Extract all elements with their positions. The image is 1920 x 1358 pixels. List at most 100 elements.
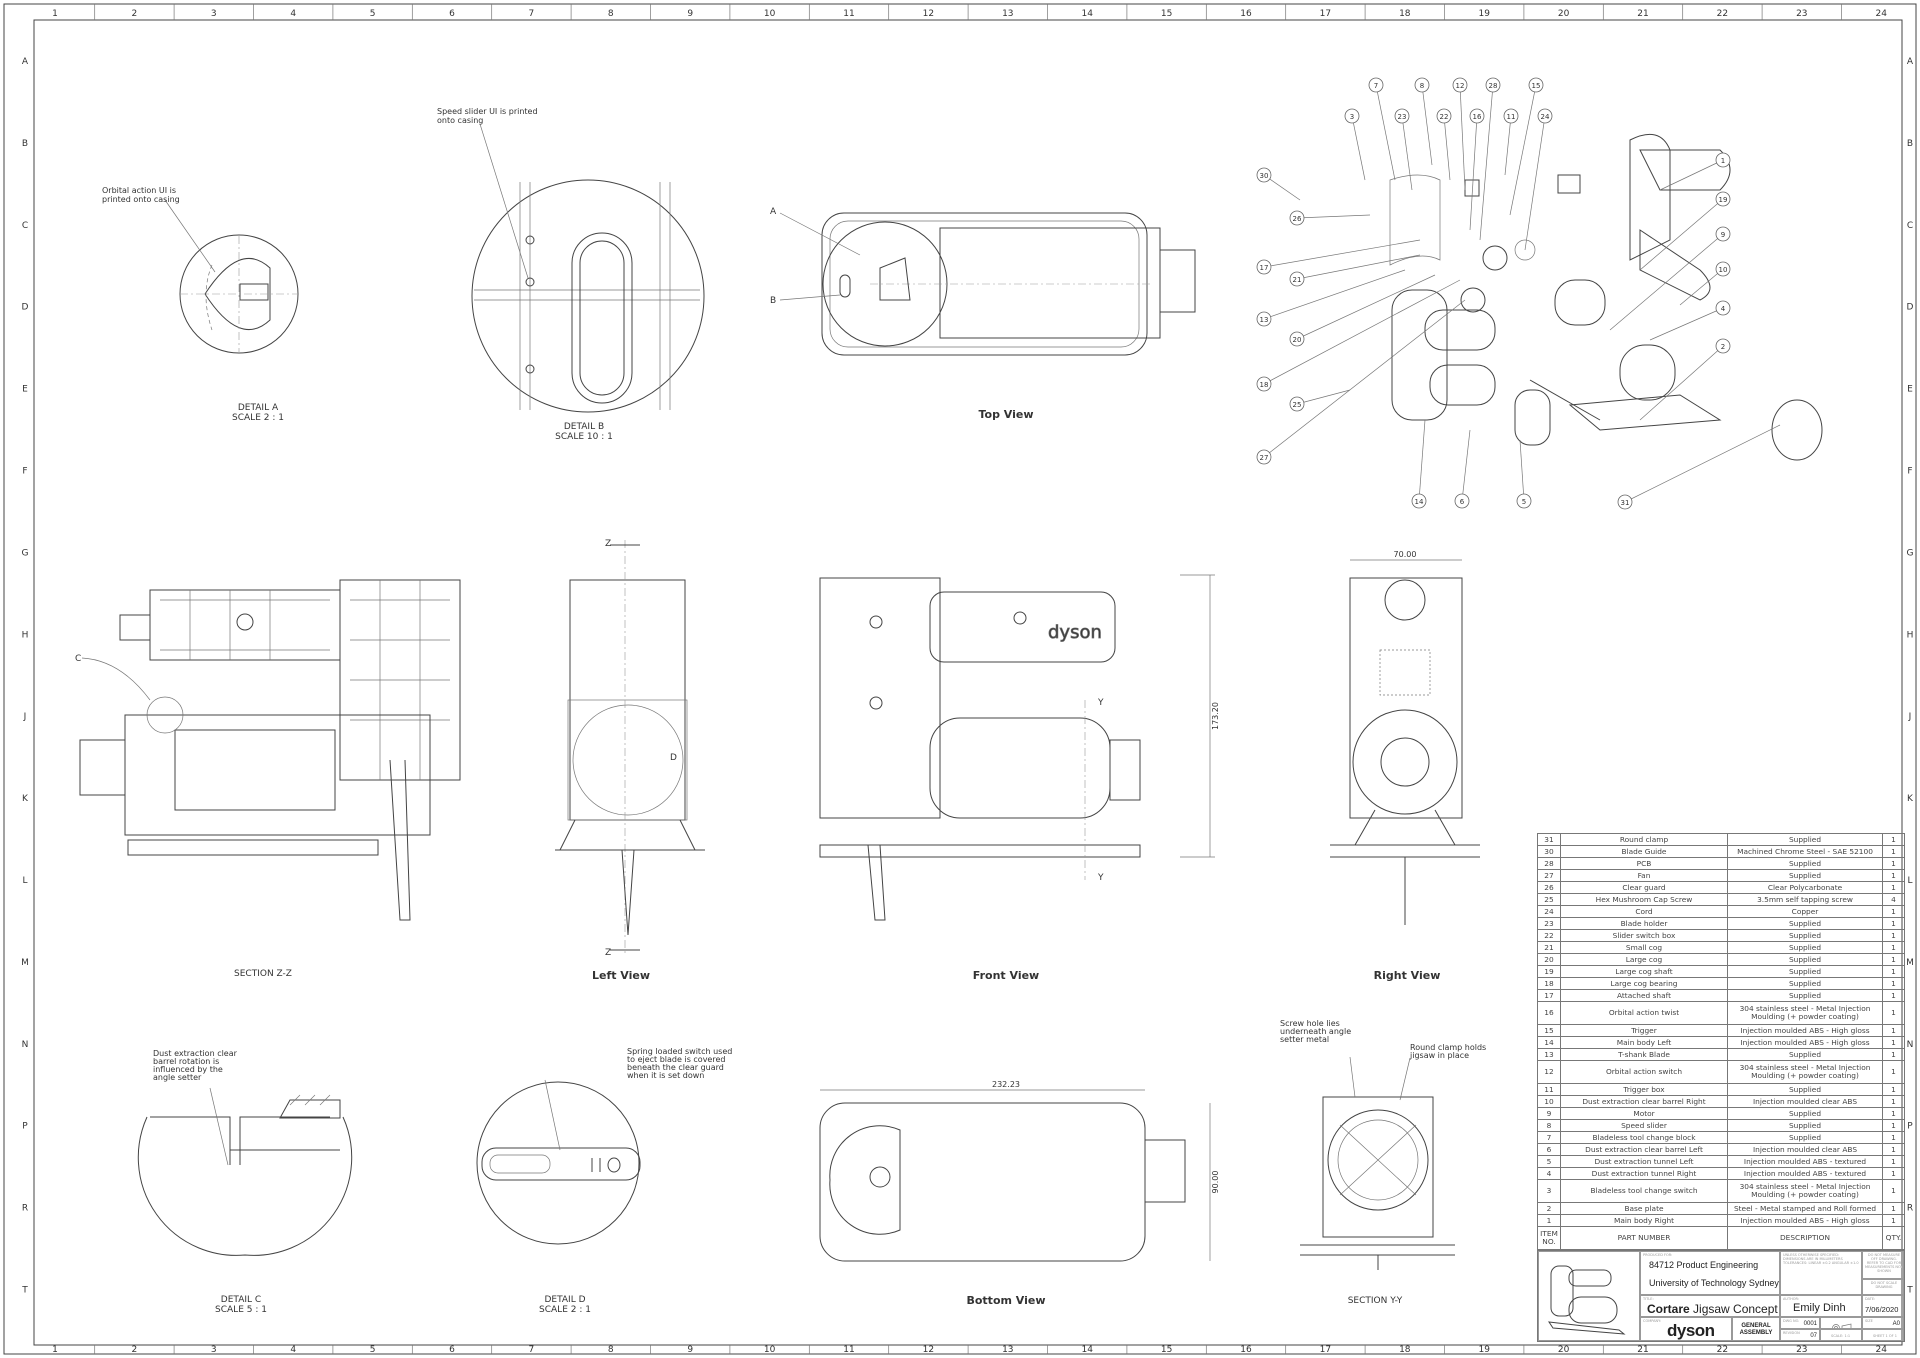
balloon-item-4: 4	[1649, 300, 1731, 341]
parts-cell-part: Slider switch box	[1560, 929, 1728, 943]
parts-cell-item: 20	[1537, 953, 1561, 967]
parts-cell-item: 25	[1537, 893, 1561, 907]
zone-column-label: 12	[923, 1345, 934, 1355]
balloon-number: 14	[1415, 498, 1424, 506]
zone-column-label: 8	[608, 1345, 614, 1355]
parts-cell-part: Large cog bearing	[1560, 977, 1728, 991]
parts-cell-part: Dust extraction clear barrel Left	[1560, 1143, 1728, 1157]
outer-border	[3, 3, 1917, 1355]
left-view-callout-d: D	[670, 753, 677, 763]
parts-cell-part: Trigger box	[1560, 1082, 1728, 1097]
zone-column-label: 11	[843, 9, 854, 19]
zone-row-label: J	[23, 712, 27, 722]
zone-row-label: R	[1907, 1204, 1913, 1214]
parts-cell-qty: 1	[1882, 941, 1905, 955]
revision-number: 07	[1810, 1333, 1817, 1339]
parts-cell-qty: 1	[1882, 1001, 1905, 1026]
parts-cell-item: 23	[1537, 917, 1561, 931]
zone-row-label: B	[22, 139, 28, 149]
balloon-number: 27	[1260, 454, 1269, 462]
zone-row-label: C	[22, 221, 28, 231]
zone-row-label: F	[1907, 467, 1912, 477]
zone-column-label: 19	[1478, 9, 1490, 19]
section-yy-label: SECTION Y-Y	[1348, 1296, 1403, 1306]
parts-cell-qty: 1	[1882, 881, 1905, 895]
parts-header-desc: DESCRIPTION	[1727, 1226, 1883, 1250]
front-view-brand: dyson	[1048, 622, 1102, 643]
balloon-item-7: 7	[1368, 77, 1396, 181]
zone-row-label: A	[22, 57, 29, 67]
zone-column-label: 23	[1796, 1345, 1807, 1355]
balloon-item-24: 24	[1524, 108, 1553, 251]
detail-d-scale: SCALE 2 : 1	[539, 1305, 591, 1315]
zone-column-label: 17	[1320, 1345, 1331, 1355]
parts-cell-desc: Supplied	[1727, 869, 1883, 883]
balloon-number: 20	[1293, 336, 1302, 344]
zone-column-label: 16	[1240, 1345, 1252, 1355]
detail-a-scale: SCALE 2 : 1	[232, 413, 284, 423]
zone-column-label: 3	[211, 9, 217, 19]
university-name: University of Technology Sydney	[1649, 1278, 1779, 1288]
parts-cell-item: 4	[1537, 1167, 1561, 1181]
parts-cell-desc: Injection moulded clear ABS	[1727, 1143, 1883, 1157]
parts-cell-desc: Supplied	[1727, 832, 1883, 847]
parts-cell-qty: 1	[1882, 1214, 1905, 1228]
parts-cell-item: 12	[1537, 1060, 1561, 1084]
parts-cell-item: 8	[1537, 1119, 1561, 1133]
balloon-item-22: 22	[1436, 108, 1452, 181]
zone-row-label: E	[1907, 385, 1913, 395]
title-block: PRODUCED FOR: 84712 Product Engineering …	[1537, 1250, 1905, 1342]
balloon-item-14: 14	[1411, 419, 1427, 509]
zone-row-label: R	[22, 1204, 28, 1214]
parts-cell-qty: 1	[1882, 905, 1905, 919]
zone-column-label: 14	[1081, 9, 1093, 19]
parts-cell-qty: 1	[1882, 929, 1905, 943]
right-view: 70.00 Right View	[1330, 550, 1480, 982]
drawing-scale: SCALE: 1:1	[1831, 1334, 1851, 1338]
balloon-number: 28	[1489, 82, 1498, 90]
parts-cell-desc: Injection moulded clear ABS	[1727, 1095, 1883, 1109]
parts-cell-desc: Supplied	[1727, 1048, 1883, 1062]
balloon-number: 10	[1719, 266, 1728, 274]
detail-b-label: DETAIL B	[564, 422, 604, 432]
parts-cell-desc: Supplied	[1727, 1131, 1883, 1145]
balloon-number: 7	[1374, 82, 1378, 90]
parts-cell-qty: 1	[1882, 1131, 1905, 1145]
parts-cell-part: Small cog	[1560, 941, 1728, 955]
balloon-item-5: 5	[1516, 439, 1532, 509]
company-logo: dyson	[1667, 1321, 1715, 1340]
parts-cell-part: Bladeless tool change switch	[1560, 1179, 1728, 1203]
drawing-date: 7/06/2020	[1865, 1305, 1899, 1314]
balloon-item-28: 28	[1479, 77, 1501, 241]
parts-cell-desc: Injection moulded ABS - High gloss	[1727, 1036, 1883, 1050]
front-view: dyson 173.20 Y Y Front View	[819, 574, 1220, 982]
zone-column-label: 21	[1637, 9, 1648, 19]
parts-cell-desc: Supplied	[1727, 953, 1883, 967]
parts-cell-desc: Injection moulded ABS - High gloss	[1727, 1214, 1883, 1228]
balloon-number: 16	[1473, 113, 1482, 121]
zone-column-label: 11	[843, 1345, 854, 1355]
front-view-cut-bottom: Y	[1097, 873, 1104, 883]
zone-row-label: P	[1907, 1122, 1913, 1132]
zone-column-label: 24	[1875, 9, 1887, 19]
parts-cell-item: 18	[1537, 977, 1561, 991]
parts-cell-part: Dust extraction clear barrel Right	[1560, 1095, 1728, 1109]
parts-cell-part: Fan	[1560, 869, 1728, 883]
parts-cell-desc: Injection moulded ABS - High gloss	[1727, 1024, 1883, 1038]
